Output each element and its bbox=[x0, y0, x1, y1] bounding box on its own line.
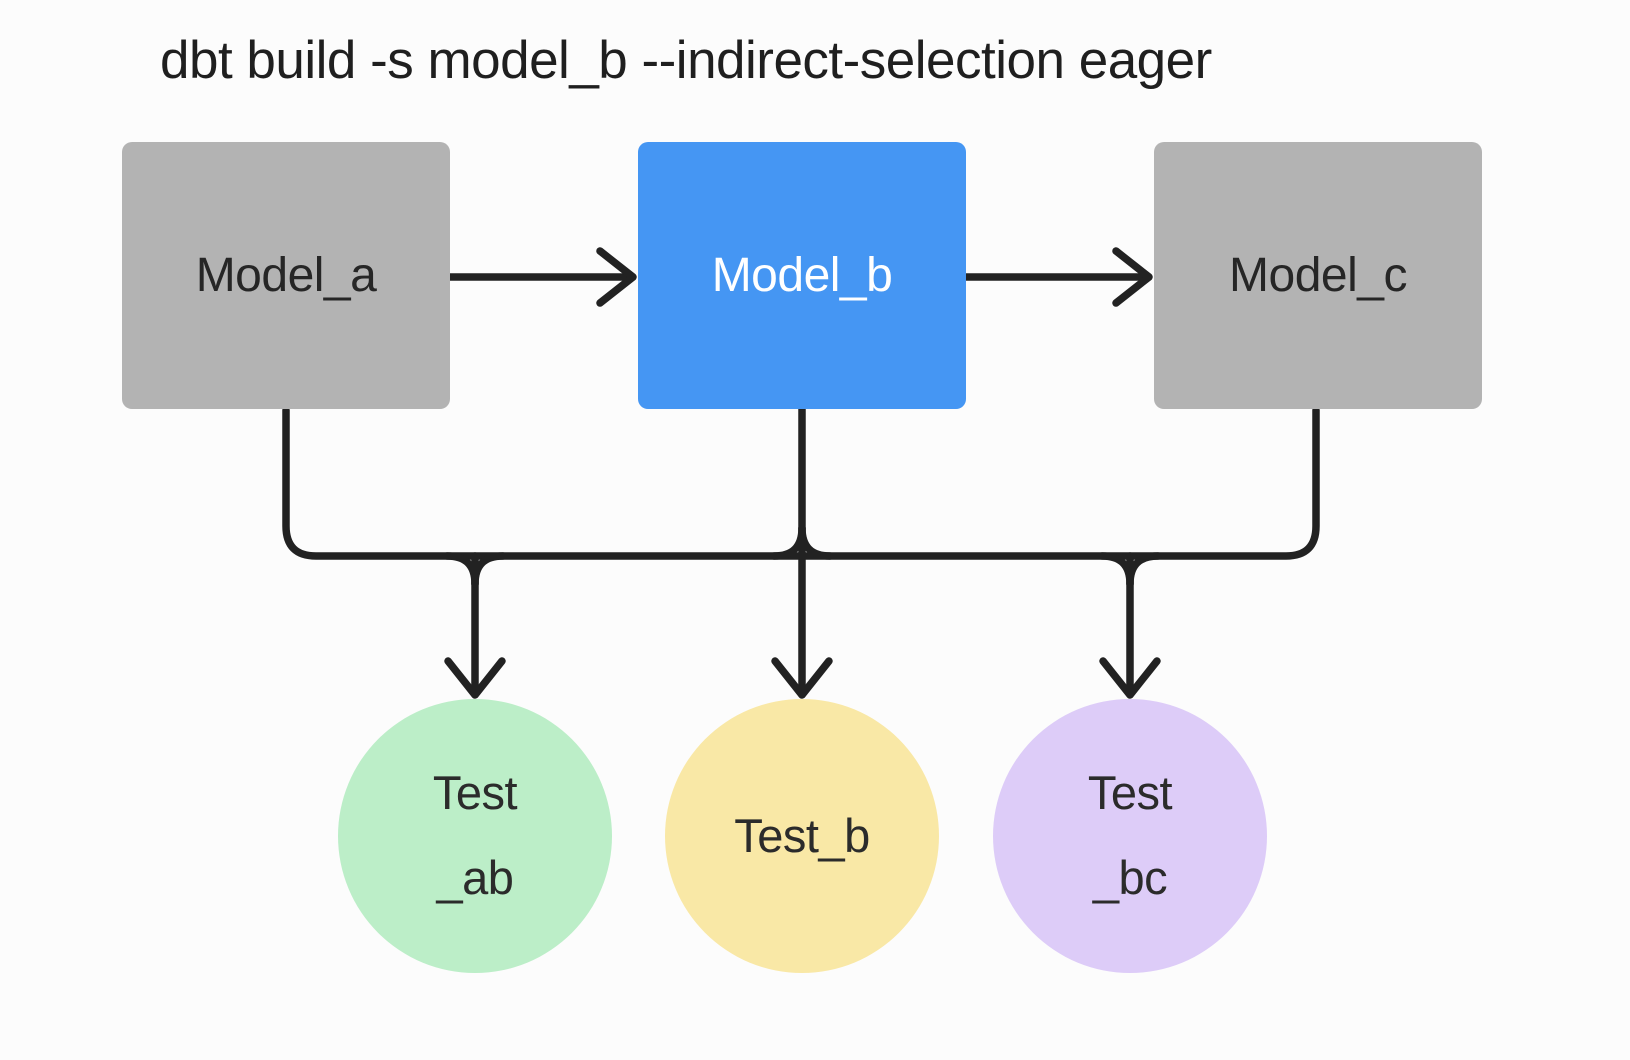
bus-fillet-mid-left bbox=[770, 524, 806, 560]
arrowhead-test-b bbox=[771, 657, 833, 699]
node-test-ab-label-line2: _ab bbox=[436, 851, 514, 904]
bus-fillet-left-a bbox=[443, 552, 479, 588]
arrowhead-test-bc bbox=[1099, 657, 1161, 699]
node-test-b-label: Test_b bbox=[734, 808, 870, 862]
diagram-title: dbt build -s model_b --indirect-selectio… bbox=[160, 31, 1212, 90]
bus-fillet-mid-right bbox=[798, 524, 834, 560]
node-model-c: Model_c bbox=[1154, 142, 1482, 409]
bus-fillet-right-a bbox=[1098, 552, 1134, 588]
node-model-a: Model_a bbox=[122, 142, 450, 409]
arrowhead-model-c bbox=[1112, 247, 1153, 307]
arrowhead-model-b bbox=[596, 247, 637, 307]
node-model-b-selected: Model_b bbox=[638, 142, 966, 409]
node-model-a-label: Model_a bbox=[195, 249, 377, 302]
node-test-ab-label-line1: Test bbox=[432, 766, 518, 820]
node-test-bc-label-line2: _bc bbox=[1092, 851, 1168, 904]
node-model-b-label: Model_b bbox=[711, 249, 893, 302]
arrowhead-test-ab bbox=[444, 657, 506, 699]
node-test-bc-label-line1: Test bbox=[1087, 766, 1173, 820]
node-test-b: Test_b bbox=[665, 699, 939, 973]
bus-fillet-left-b bbox=[471, 552, 507, 588]
node-test-bc: Test _bc bbox=[993, 699, 1267, 973]
node-model-c-label: Model_c bbox=[1229, 249, 1407, 302]
bus-fillet-right-b bbox=[1126, 552, 1162, 588]
node-test-ab: Test _ab bbox=[338, 699, 612, 973]
